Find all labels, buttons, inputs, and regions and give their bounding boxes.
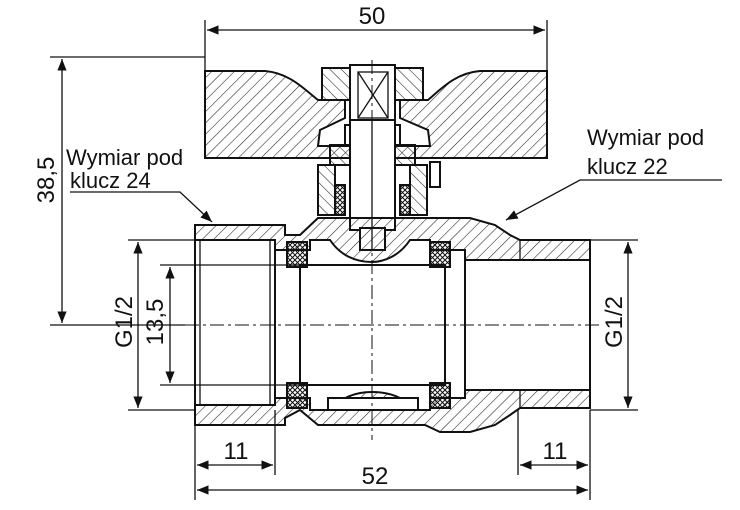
note-right-line2: klucz 22 (587, 154, 668, 179)
note-left-line1: Wymiar pod (66, 145, 183, 170)
dimension-11-left: 11 (224, 438, 249, 465)
dimension-38-5: 38,5 (33, 157, 60, 204)
note-right-line1: Wymiar pod (587, 125, 704, 150)
note-left-line2: klucz 24 (70, 168, 151, 193)
dimension-lines (50, 20, 722, 500)
dimension-13-5: 13,5 (142, 299, 169, 346)
dimension-11-right: 11 (543, 438, 568, 465)
dimension-g1-2-right: G1/2 (601, 296, 628, 348)
dimension-52: 52 (362, 463, 389, 490)
centre-lines (185, 60, 600, 440)
dimension-g1-2-left: G1/2 (111, 296, 138, 348)
dimension-50: 50 (359, 3, 386, 30)
